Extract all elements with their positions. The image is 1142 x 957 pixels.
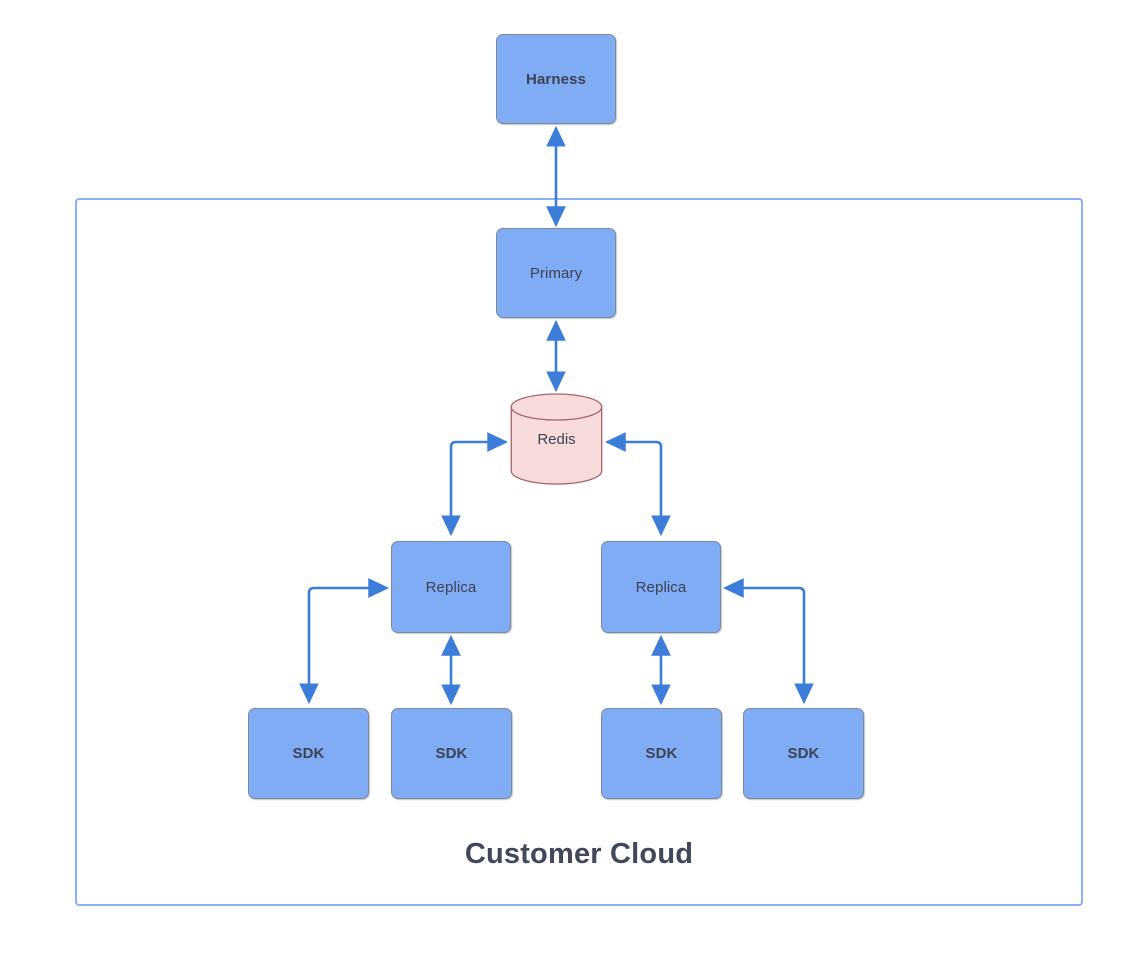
node-sdk-2[interactable]: SDK <box>391 708 512 799</box>
node-redis[interactable]: Redis <box>510 393 603 485</box>
node-harness-label: Harness <box>526 70 586 88</box>
node-sdk-2-label: SDK <box>435 745 468 762</box>
node-replica-left[interactable]: Replica <box>391 541 511 633</box>
node-replica-right-label: Replica <box>635 578 687 596</box>
customer-cloud-title: Customer Cloud <box>464 838 694 870</box>
node-replica-left-label: Replica <box>425 578 477 596</box>
node-sdk-3[interactable]: SDK <box>601 708 722 799</box>
node-sdk-3-label: SDK <box>645 745 678 762</box>
customer-cloud-boundary <box>75 198 1083 906</box>
connector-replica-right-sdk-4 <box>722 578 814 705</box>
node-sdk-4[interactable]: SDK <box>743 708 864 799</box>
cylinder-shape <box>510 393 603 485</box>
node-primary-label: Primary <box>529 264 583 282</box>
connector-replica-left-sdk-1 <box>299 578 390 705</box>
node-sdk-4-label: SDK <box>787 745 820 762</box>
connector-redis-replica-right <box>604 432 671 537</box>
node-harness[interactable]: Harness <box>496 34 616 124</box>
node-sdk-1[interactable]: SDK <box>248 708 369 799</box>
node-sdk-1-label: SDK <box>292 745 325 762</box>
connector-redis-replica-left <box>441 432 509 537</box>
node-primary[interactable]: Primary <box>496 228 616 318</box>
node-replica-right[interactable]: Replica <box>601 541 721 633</box>
